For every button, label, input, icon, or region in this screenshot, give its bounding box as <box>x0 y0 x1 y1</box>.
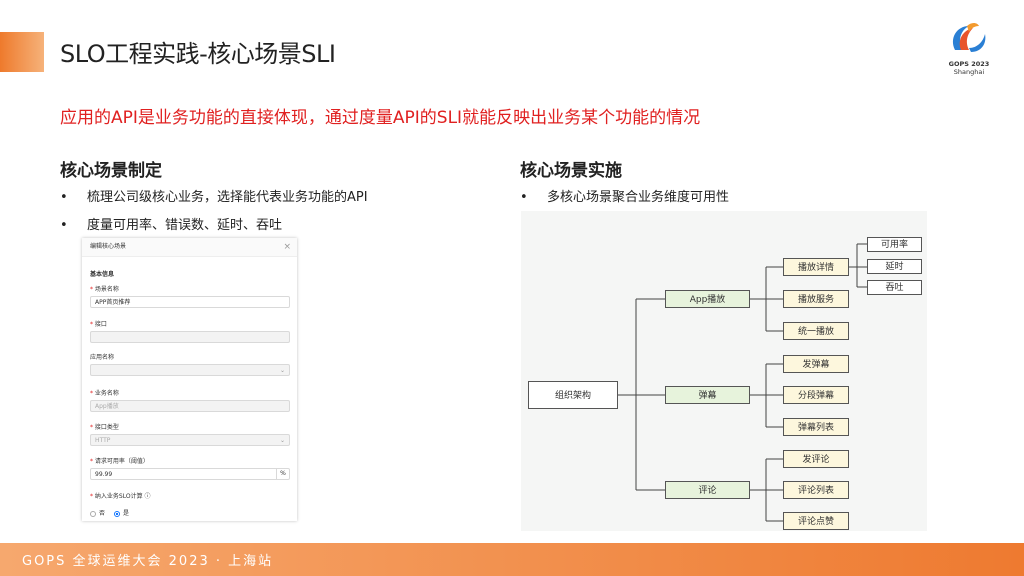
tree-child-node: 分段弹幕 <box>783 386 849 404</box>
tree-child-node: 弹幕列表 <box>783 418 849 436</box>
footer-bar <box>0 543 1024 576</box>
tree-group-node: 弹幕 <box>665 386 750 404</box>
logo-text: GOPS 2023 <box>948 60 990 68</box>
field-label: * 场景名称 <box>90 286 119 293</box>
bullet-item: 梳理公司级核心业务，选择能代表业务功能的API <box>60 189 368 217</box>
tree-child-node: 播放服务 <box>783 290 849 308</box>
tree-child-node: 评论点赞 <box>783 512 849 530</box>
scenario-tree-diagram: 组织架构 App播放 弹幕 评论 播放详情 播放服务 统一播放 发弹幕 分段弹幕… <box>521 211 927 531</box>
close-icon[interactable]: × <box>283 242 291 252</box>
gops-logo-icon <box>952 23 986 52</box>
left-bullet-list: 梳理公司级核心业务，选择能代表业务功能的API 度量可用率、错误数、延时、吞吐 <box>60 189 368 245</box>
gops-logo: GOPS 2023 Shanghai <box>946 20 992 82</box>
field-label: * 业务名称 <box>90 390 119 397</box>
tree-child-node: 发弹幕 <box>783 355 849 373</box>
tree-child-node: 发评论 <box>783 450 849 468</box>
left-section-title: 核心场景制定 <box>60 161 162 181</box>
percent-unit: % <box>276 468 289 480</box>
form-title: 编辑核心场景 <box>90 243 127 250</box>
radio-no[interactable]: 否 <box>90 508 105 517</box>
availability-threshold-input[interactable]: 99.99% <box>90 468 290 480</box>
business-name-input[interactable]: App播放 <box>90 400 290 412</box>
headline: 应用的API是业务功能的直接体现，通过度量API的SLI就能反映出业务某个功能的… <box>60 108 701 128</box>
tree-group-node: App播放 <box>665 290 750 308</box>
bullet-item: 多核心场景聚合业务维度可用性 <box>520 189 729 217</box>
footer-text: GOPS 全球运维大会 2023 · 上海站 <box>22 554 274 569</box>
tree-leaf-node: 延时 <box>867 259 922 274</box>
tree-child-node: 统一播放 <box>783 322 849 340</box>
form-header: 编辑核心场景 × <box>82 238 297 257</box>
tree-leaf-node: 可用率 <box>867 237 922 252</box>
title-accent-bar <box>0 32 44 72</box>
form-section-title: 基本信息 <box>90 271 115 278</box>
field-label: * 接口 <box>90 321 107 328</box>
right-section-title: 核心场景实施 <box>520 161 622 181</box>
bullet-item: 度量可用率、错误数、延时、吞吐 <box>60 217 368 245</box>
tree-leaf-node: 吞吐 <box>867 280 922 295</box>
field-label: * 纳入业务SLO计算 ⓘ <box>90 493 151 500</box>
logo-subtext: Shanghai <box>953 68 985 76</box>
tree-child-node: 评论列表 <box>783 481 849 499</box>
field-label: 应用名称 <box>90 354 115 361</box>
right-bullet-list: 多核心场景聚合业务维度可用性 <box>520 189 729 217</box>
field-label: * 接口类型 <box>90 424 119 431</box>
api-type-select[interactable]: HTTP⌄ <box>90 434 290 446</box>
chevron-down-icon: ⌄ <box>279 437 285 444</box>
slide-title: SLO工程实践-核心场景SLI <box>60 40 336 68</box>
app-name-select[interactable]: ⌄ <box>90 364 290 376</box>
field-label: * 请求可用率（阈值） <box>90 458 149 465</box>
tree-root-node: 组织架构 <box>528 381 618 409</box>
tree-group-node: 评论 <box>665 481 750 499</box>
scenario-name-input[interactable]: APP首页推荐 <box>90 296 290 308</box>
api-input[interactable] <box>90 331 290 343</box>
tree-child-node: 播放详情 <box>783 258 849 276</box>
radio-yes[interactable]: 是 <box>114 508 129 517</box>
edit-scenario-form: 编辑核心场景 × 基本信息 * 场景名称 APP首页推荐 * 接口 应用名称 ⌄… <box>82 238 297 521</box>
tree-connectors <box>618 243 867 522</box>
chevron-down-icon: ⌄ <box>279 367 285 374</box>
